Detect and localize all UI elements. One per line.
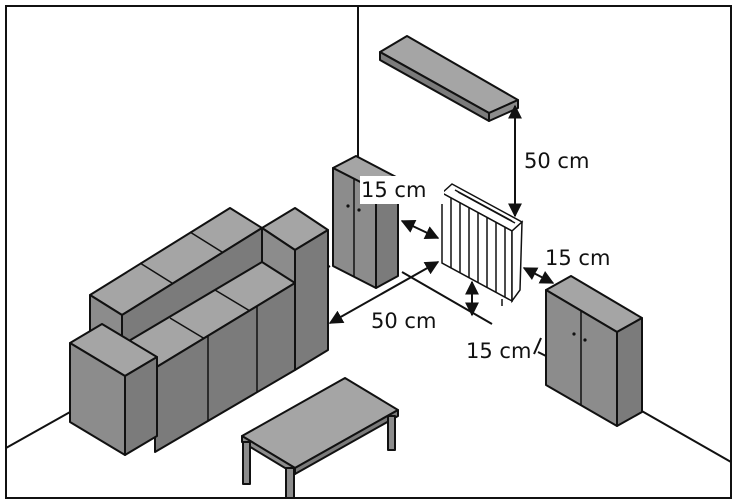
floor-gap-label: 15 cm bbox=[466, 339, 531, 363]
frame-border bbox=[5, 5, 732, 499]
front-gap-label: 50 cm bbox=[371, 309, 436, 333]
floor-right-edge-b bbox=[639, 409, 732, 463]
radiator bbox=[440, 183, 524, 306]
right-side-gap-label: 15 cm bbox=[545, 246, 610, 270]
sofa bbox=[69, 207, 329, 456]
right-cabinet bbox=[545, 275, 643, 427]
front-gap-arrow bbox=[328, 261, 440, 324]
left-cabinet bbox=[332, 155, 399, 289]
right-side-gap-arrow bbox=[522, 267, 555, 284]
left-side-gap-label: 15 cm bbox=[361, 178, 426, 202]
shelf-gap-label: 50 cm bbox=[524, 149, 589, 173]
left-side-gap-arrow bbox=[400, 220, 440, 239]
floor-gap-leader bbox=[533, 337, 542, 355]
left-label-backdrop bbox=[360, 176, 444, 204]
dimension-arrows bbox=[328, 104, 555, 355]
coffee-table bbox=[241, 377, 399, 499]
wall-shelf bbox=[379, 35, 519, 122]
